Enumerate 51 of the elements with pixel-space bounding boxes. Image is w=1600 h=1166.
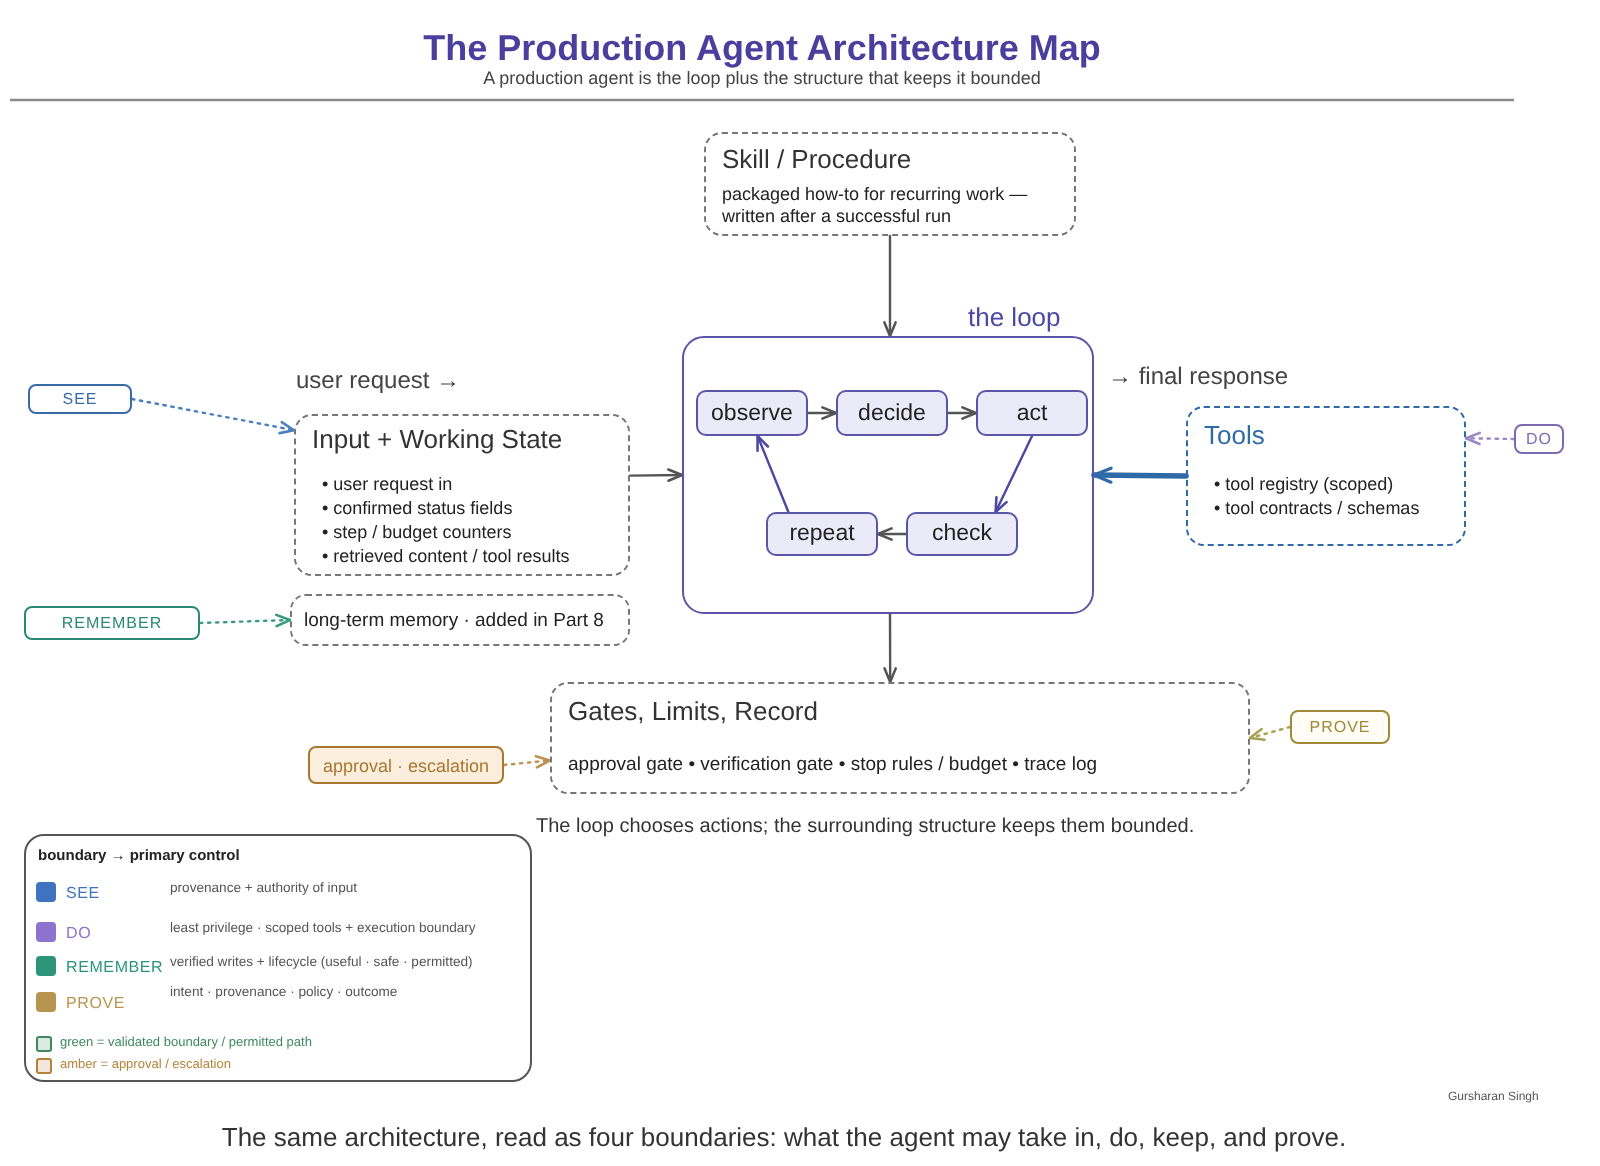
dotted-arrow [1464,431,1516,446]
legend-text: PROVE [66,993,126,1013]
step-box: observe [696,390,808,436]
frame-heading: the loop [968,302,1061,332]
arrow [946,406,978,420]
list-item: • tool registry (scoped) [1214,472,1396,496]
side-note: → final response [1108,362,1289,390]
legend-text: DO [66,923,92,943]
step-box: check [906,512,1018,556]
list-item: • user request in [322,472,455,496]
box-heading: Gates, Limits, Record [568,696,820,726]
arrow [756,434,790,514]
dotted-arrow [502,754,552,769]
box-text: packaged how-to for recurring work — written after a successful run [722,184,1030,228]
step-box: repeat [766,512,878,556]
arrow [1091,466,1189,484]
side-note: user request → [296,366,461,394]
dashed-box [1186,406,1466,546]
box-heading: Tools [1204,420,1267,450]
boundary-tag: DO [1514,424,1564,454]
step-box: act [976,390,1088,436]
caption: The same architecture, read as four boundaries: what the agent may take in, do, keep, and prove. [219,1122,1349,1154]
dotted-arrow [1248,725,1292,742]
list-item: • confirmed status fields [322,496,515,520]
arrow [806,406,838,420]
arrow [876,527,908,541]
dotted-arrow [130,397,296,435]
legend-text: REMEMBER [66,957,164,977]
arrow [628,468,684,483]
legend-text: SEE [66,883,100,903]
dashed-box [550,682,1250,794]
list-item: • retrieved content / tool results [322,544,572,568]
boundary-tag: PROVE [1290,710,1390,744]
boundary-tag: REMEMBER [24,606,200,640]
dashed-box [704,132,1076,236]
boundary-tag: approval · escalation [308,746,504,784]
box-text: approval gate • verification gate • stop rules / budget • trace log [568,754,1100,776]
list-item: • step / budget counters [322,520,514,544]
arrow [883,234,897,338]
list-item: • tool contracts / schemas [1214,496,1422,520]
subtitle: A production agent is the loop plus the structure that keeps it bounded [481,68,1043,90]
note-text: The loop chooses actions; the surrounding structure keeps them bounded. [536,816,1195,840]
diagram-title: The Production Agent Architecture Map [421,26,1103,70]
dashed-box: long-term memory · added in Part 8 [290,594,630,646]
box-heading: Input + Working State [312,424,565,454]
arrow [883,612,898,684]
boundary-tag: SEE [28,384,132,414]
arrow [994,434,1034,514]
step-box: decide [836,390,948,436]
dotted-arrow [198,613,292,628]
box-heading: Skill / Procedure [722,144,914,174]
